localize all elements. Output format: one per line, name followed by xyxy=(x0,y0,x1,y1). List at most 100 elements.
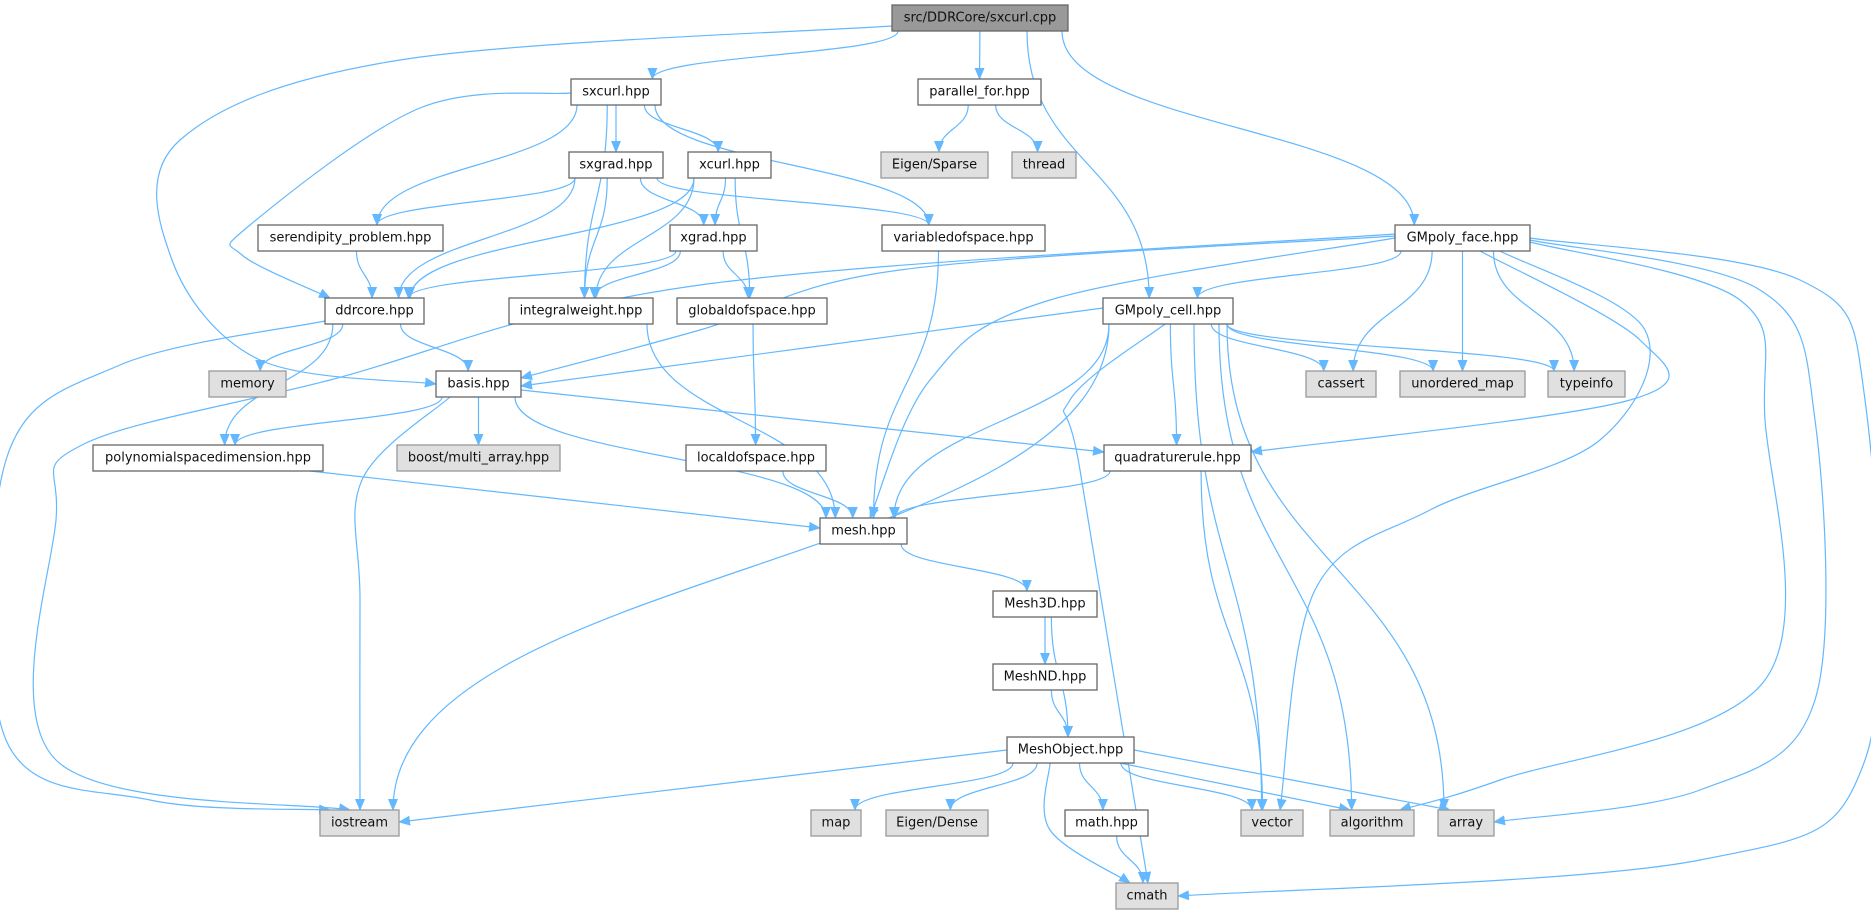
edge-GMpoly-face-hpp-to-iostream xyxy=(32,233,1396,814)
node-label: globaldofspace.hpp xyxy=(688,304,815,319)
node-array[interactable]: array xyxy=(1437,809,1495,837)
node-algorithm[interactable]: algorithm xyxy=(1329,809,1415,837)
node-label: Eigen/Dense xyxy=(896,816,978,831)
node-vector[interactable]: vector xyxy=(1240,809,1304,837)
edge-GMpoly-cell-hpp-to-basis-hpp xyxy=(520,307,1104,390)
edge-quadraturerule-hpp-to-mesh-hpp xyxy=(890,470,1111,519)
node-basis-hpp[interactable]: basis.hpp xyxy=(435,370,522,398)
node-box xyxy=(1399,370,1526,398)
node-box xyxy=(1329,809,1415,837)
nodes-layer: src/DDRCore/sxcurl.cpp sxcurl.hpp parallel… xyxy=(92,4,1626,910)
node-meshobject-hpp[interactable]: MeshObject.hpp xyxy=(1006,736,1135,764)
node-mesh-hpp[interactable]: mesh.hpp xyxy=(819,517,908,545)
node-ddrcore-hpp[interactable]: ddrcore.hpp xyxy=(324,297,425,325)
node-box xyxy=(1240,809,1304,837)
node-boost-multi-array-hpp[interactable]: boost/multi_array.hpp xyxy=(396,444,561,472)
node-cassert[interactable]: cassert xyxy=(1305,370,1377,398)
node-label: localdofspace.hpp xyxy=(697,451,815,466)
node-box xyxy=(891,4,1069,32)
node-polynomialspacedimension-hpp[interactable]: polynomialspacedimension.hpp xyxy=(92,444,324,472)
edge-serendipity-problem-hpp-to-ddrcore-hpp xyxy=(355,250,378,299)
node-gmpoly-face-hpp[interactable]: GMpoly_face.hpp xyxy=(1394,224,1531,252)
node-box xyxy=(1437,809,1495,837)
edge-GMpoly-face-hpp-to-cmath xyxy=(1177,237,1871,901)
edge-sxcurl-hpp-to-ddrcore-hpp xyxy=(229,92,572,299)
edge-ddrcore-hpp-to-memory xyxy=(255,323,344,372)
node-localdofspace-hpp[interactable]: localdofspace.hpp xyxy=(685,444,827,472)
edge-GMpoly-cell-hpp-to-vector xyxy=(1193,323,1267,811)
node-serendipity-problem-hpp[interactable]: serendipity_problem.hpp xyxy=(257,224,444,252)
node-quadraturerule-hpp[interactable]: quadraturerule.hpp xyxy=(1103,444,1252,472)
node-label: Eigen/Sparse xyxy=(892,158,977,173)
node-sxgrad-hpp[interactable]: sxgrad.hpp xyxy=(568,151,664,179)
edge-sxgrad-hpp-to-xgrad-hpp xyxy=(639,177,709,226)
edge-src-DDRCore-sxcurl-cpp-to-sxcurl-hpp xyxy=(647,30,899,80)
edge-polynomialspacedimension-hpp-to-mesh-hpp xyxy=(309,470,821,532)
node-typeinfo[interactable]: typeinfo xyxy=(1547,370,1626,398)
node-box xyxy=(257,224,444,252)
node-variabledofspace-hpp[interactable]: variabledofspace.hpp xyxy=(881,224,1046,252)
node-xgrad-hpp[interactable]: xgrad.hpp xyxy=(669,224,758,252)
node-meshnd-hpp[interactable]: MeshND.hpp xyxy=(992,663,1098,691)
edge-integralweight-hpp-to-mesh-hpp xyxy=(646,323,841,519)
edge-sxgrad-hpp-to-variabledofspace-hpp xyxy=(656,177,934,226)
node-box xyxy=(1103,444,1252,472)
node-label: xcurl.hpp xyxy=(699,158,760,173)
node-label: xgrad.hpp xyxy=(680,231,746,246)
node-box xyxy=(1102,297,1234,325)
edge-globaldofspace-hpp-to-localdofspace-hpp xyxy=(750,323,761,446)
node-gmpoly-cell-hpp[interactable]: GMpoly_cell.hpp xyxy=(1102,297,1234,325)
edge-MeshObject-hpp-to-Eigen-Dense xyxy=(945,762,1038,811)
node-math-hpp[interactable]: math.hpp xyxy=(1064,809,1149,837)
node-box xyxy=(319,809,400,837)
node-box xyxy=(676,297,828,325)
edge-GMpoly-cell-hpp-to-quadraturerule-hpp xyxy=(1169,323,1182,446)
edge-GMpoly-face-hpp-to-array xyxy=(1493,239,1827,826)
edge-xgrad-hpp-to-ddrcore-hpp xyxy=(403,250,677,299)
node-label: boost/multi_array.hpp xyxy=(408,451,549,466)
node-sxcurl-hpp[interactable]: sxcurl.hpp xyxy=(570,78,662,106)
edge-GMpoly-cell-hpp-to-typeinfo xyxy=(1226,323,1559,372)
node-box xyxy=(917,78,1042,106)
node-label: Mesh3D.hpp xyxy=(1004,597,1085,612)
node-box xyxy=(435,370,522,398)
node-parallel-for-hpp[interactable]: parallel_for.hpp xyxy=(917,78,1042,106)
edge-mesh-hpp-to-Mesh3D-hpp xyxy=(900,543,1032,592)
edge-GMpoly-cell-hpp-to-mesh-hpp xyxy=(888,323,1110,519)
node-box xyxy=(570,78,662,106)
node-src-ddrcore-sxcurl-cpp[interactable]: src/DDRCore/sxcurl.cpp xyxy=(891,4,1069,32)
edge-parallel-for-hpp-to-Eigen-Sparse xyxy=(934,104,969,153)
node-globaldofspace-hpp[interactable]: globaldofspace.hpp xyxy=(676,297,828,325)
edge-GMpoly-face-hpp-to-algorithm xyxy=(1399,241,1787,812)
edge-GMpoly-face-hpp-to-vector xyxy=(1276,250,1651,811)
node-label: iostream xyxy=(331,816,388,831)
edge-src-DDRCore-sxcurl-cpp-to-GMpoly-face-hpp xyxy=(1061,30,1420,226)
node-integralweight-hpp[interactable]: integralweight.hpp xyxy=(508,297,654,325)
node-thread[interactable]: thread xyxy=(1011,151,1077,179)
node-label: math.hpp xyxy=(1075,816,1138,831)
edge-GMpoly-face-hpp-to-quadraturerule-hpp xyxy=(1250,250,1670,456)
node-label: cmath xyxy=(1126,889,1167,904)
edge-xgrad-hpp-to-globaldofspace-hpp xyxy=(722,250,754,299)
edges-layer xyxy=(0,25,1871,901)
node-eigen-sparse[interactable]: Eigen/Sparse xyxy=(880,151,989,179)
node-memory[interactable]: memory xyxy=(208,370,287,398)
node-mesh3d-hpp[interactable]: Mesh3D.hpp xyxy=(992,590,1098,618)
node-label: typeinfo xyxy=(1560,377,1613,392)
edge-variabledofspace-hpp-to-mesh-hpp xyxy=(868,250,940,519)
edge-GMpoly-face-hpp-to-GMpoly-cell-hpp xyxy=(1192,250,1402,299)
node-map[interactable]: map xyxy=(810,809,862,837)
node-iostream[interactable]: iostream xyxy=(319,809,400,837)
node-label: quadraturerule.hpp xyxy=(1114,451,1240,466)
node-xcurl-hpp[interactable]: xcurl.hpp xyxy=(687,151,772,179)
node-label: GMpoly_cell.hpp xyxy=(1115,304,1222,319)
node-label: serendipity_problem.hpp xyxy=(270,231,432,246)
node-unordered-map[interactable]: unordered_map xyxy=(1399,370,1526,398)
edge-xgrad-hpp-to-integralweight-hpp xyxy=(589,250,681,299)
edge-MeshObject-hpp-to-algorithm xyxy=(1119,762,1351,813)
node-cmath[interactable]: cmath xyxy=(1115,882,1179,910)
edge-basis-hpp-to-polynomialspacedimension-hpp xyxy=(230,396,443,446)
edge-MeshND-hpp-to-MeshObject-hpp xyxy=(1050,689,1073,738)
node-eigen-dense[interactable]: Eigen/Dense xyxy=(885,809,989,837)
